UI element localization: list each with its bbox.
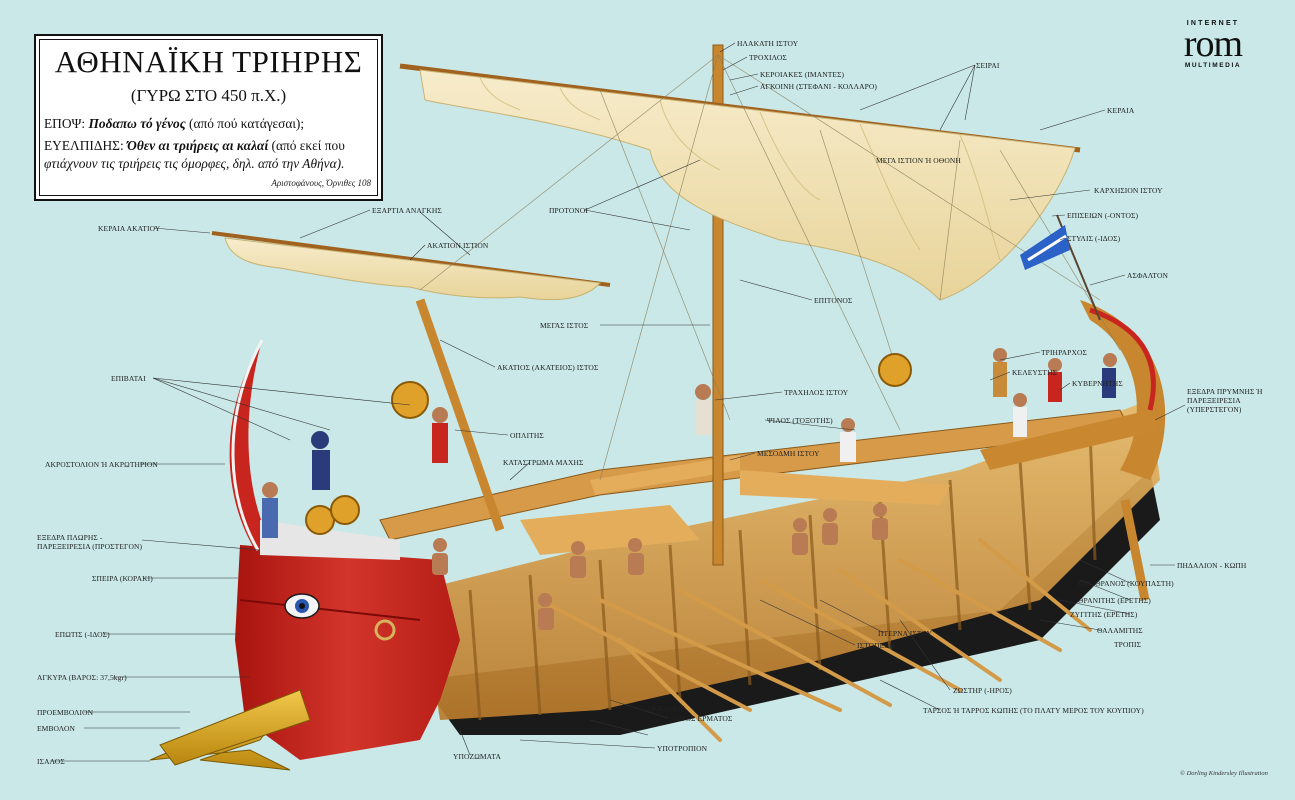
illustration-credit: © Dorling Kindersley Illustration [1180, 770, 1268, 777]
label-exedra-prymnis: ΕΞΕΔΡΑ ΠΡΥΜΝΗΣ Ή ΠΑΡΕΞΕΙΡΕΣΙΑ (ΥΠΕΡΣΤΕΓΟ… [1187, 387, 1263, 414]
label-pterna: ΠΤΕΡΝΑ ΙΣΤΟΥ [878, 629, 933, 638]
quote-citation: Αριστοφάνους, Όρνιθες 108 [271, 178, 371, 188]
rowers [432, 503, 888, 630]
label-tarsos: ΤΑΡΣΟΣ Ή ΤΑΡΡΟΣ ΚΩΠΗΣ (ΤΟ ΠΛΑΤΥ ΜΕΡΟΣ ΤΟ… [923, 706, 1144, 715]
label-tropis: ΤΡΟΠΙΣ [1114, 640, 1142, 649]
label-proemvolion: ΠΡΟΕΜΒΟΛΙΟΝ [37, 708, 94, 717]
label-episeion: ΕΠΙΣΕΙΩΝ (-ΟΝΤΟΣ) [1067, 211, 1139, 220]
label-keraia-akatiou: ΚΕΡΑΙΑ ΑΚΑΤΙΟΥ [98, 224, 161, 233]
label-zygitis: ΖΥΓΙΤΗΣ (ΕΡΕΤΗΣ) [1070, 610, 1138, 619]
label-agkoini: ΑΓΚΟΙΝΗ (ΣΤΕΦΑΝΙ - ΚΟΛΛΑΡΟ) [760, 82, 878, 91]
quote-line-3: φτιάχνουν τις τριήρεις τις όμορφες, δηλ.… [44, 156, 345, 171]
label-epitonos: ΕΠΙΤΟΝΟΣ [814, 296, 853, 305]
logo-bottom-text: MULTIMEDIA [1184, 62, 1242, 69]
label-speira: ΣΠΕΙΡΑ (ΚΟΡΑΚΙ) [92, 574, 153, 583]
marines [262, 381, 448, 538]
label-protonoi: ΠΡΟΤΟΝΟΙ [549, 206, 588, 215]
title-inner-frame [39, 39, 378, 196]
leader-lines [50, 42, 1186, 762]
label-thalamitis: ΘΑΛΑΜΙΤΗΣ [1097, 626, 1143, 635]
label-keroiakes: ΚΕΡΟΙΑΚΕΣ (ΙΜΑΝΤΕΣ) [760, 70, 845, 79]
label-pidalion: ΠΗΔΑΛΙΟΝ - ΚΩΠΗ [1177, 561, 1247, 570]
anchor-ring [374, 619, 396, 641]
title-panel: ΑΘΗΝΑΪΚΗ ΤΡΙΗΡΗΣ (ΓΥΡΩ ΣΤΟ 450 π.Χ.) ΕΠΟ… [34, 34, 383, 201]
fore-mast [415, 298, 505, 532]
page-title: ΑΘΗΝΑΪΚΗ ΤΡΙΗΡΗΣ [54, 44, 363, 79]
label-ypozomata: ΥΠΟΖΩΜΑΤΑ [453, 752, 501, 761]
label-skalmos: ΣΚΑΛΜΟΣ [647, 704, 685, 713]
label-katastroma: ΚΑΤΑΣΤΡΩΜΑ ΜΑΧΗΣ [503, 458, 584, 467]
label-megas-istos: ΜΕΓΑΣ ΙΣΤΟΣ [540, 321, 589, 330]
rom-multimedia-logo: INTERNET rom MULTIMEDIA [1168, 20, 1258, 70]
crew-stern [695, 348, 1117, 462]
quote-line-1: ΕΠΟΨ: Ποδαπω τό γένος (από πού κατάγεσαι… [44, 115, 375, 133]
label-keraia: ΚΕΡΑΙΑ [1107, 106, 1135, 115]
label-choros-ermatos: ΧΩΡΟΣ ΕΡΜΑΤΟΣ [670, 714, 733, 723]
label-seirai: ΣΕΙΡΑΙ [976, 61, 1000, 70]
label-oplitis: ΟΠΛΙΤΗΣ [510, 431, 544, 440]
label-zostir: ΖΩΣΤΗΡ (-ΗΡΟΣ) [953, 686, 1012, 695]
main-mast [712, 44, 724, 566]
label-mega-istion: ΜΕΓΑ ΙΣΤΙΟΝ Ή ΟΘΟΝΗ [876, 156, 961, 165]
rudder [1120, 499, 1150, 601]
quote-text-2: Όθεν αι τριήρεις αι καλαί [127, 138, 269, 153]
oars [538, 538, 1092, 742]
greek-flag [1020, 214, 1101, 321]
stern-post [1080, 300, 1166, 480]
label-akation-istion: ΑΚΑΤΙΟΝ ΙΣΤΙΟΝ [427, 241, 489, 250]
label-emvolon: ΕΜΒΟΛΟΝ [37, 724, 75, 733]
logo-top-text: INTERNET [1186, 20, 1240, 27]
label-trachilos: ΤΡΑΧΗΛΟΣ ΙΣΤΟΥ [784, 388, 849, 397]
label-mesodmi: ΜΕΣΟΔΜΗ ΙΣΤΟΥ [757, 449, 820, 458]
label-asfalton: ΑΣΦΑΛΤΟΝ [1127, 271, 1169, 280]
logo-main-text: rom [1183, 23, 1243, 65]
label-akatios-istos: ΑΚΑΤΙΟΣ (ΑΚΑΤΕΙΟΣ) ΙΣΤΟΣ [497, 363, 599, 372]
label-stylis: ΣΤΥΛΙΣ (-ΙΔΟΣ) [1067, 234, 1121, 243]
quote-note-2: (από εκεί που [271, 138, 345, 153]
quote-line-2: ΕΥΕΛΠΙΔΗΣ: Όθεν αι τριήρεις αι καλαί (απ… [44, 137, 375, 155]
label-triirarchos: ΤΡΙΗΡΑΡΧΟΣ [1041, 348, 1087, 357]
label-kelefstis: ΚΕΛΕΥΣΤΗΣ [1012, 368, 1058, 377]
label-ilakati: ΗΛΑΚΑΤΗ ΙΣΤΟΥ [737, 39, 799, 48]
quote-speaker-2: ΕΥΕΛΠΙΔΗΣ: [44, 138, 124, 153]
label-exedra-ploris: ΕΞΕΔΡΑ ΠΛΩΡΗΣ - ΠΑΡΕΞΕΙΡΕΣΙΑ (ΠΡΟΣΤΕΓΟΝ) [37, 533, 143, 551]
label-psilos: ΨΙΛΟΣ (ΤΟΞΟΤΗΣ) [767, 416, 833, 425]
quote-text-1: Ποδαπω τό γένος [88, 116, 186, 131]
label-isalos: ΙΣΑΛΟΣ [37, 757, 65, 766]
label-akrostolion: ΑΚΡΟΣΤΟΛΙΟΝ Ή ΑΚΡΩΤΗΡΙΟΝ [45, 460, 158, 469]
label-epotis: ΕΠΩΤΙΣ (-ΙΔΟΣ) [55, 630, 110, 639]
label-thranitis: ΘΡΑΝΙΤΗΣ (ΕΡΕΤΗΣ) [1078, 596, 1151, 605]
label-exartia: ΕΞΑΡΤΙΑ ΑΝΑΓΚΗΣ [372, 206, 442, 215]
main-sail [419, 69, 1076, 301]
label-karchision: ΚΑΡΧΗΣΙΟΝ ΙΣΤΟΥ [1094, 186, 1163, 195]
label-kyvernitis: ΚΥΒΕΡΝΗΤΗΣ [1072, 379, 1123, 388]
label-trochilos: ΤΡΟΧΙΛΟΣ [749, 53, 787, 62]
label-ypotropion: ΥΠΟΤΡΟΠΙΟΝ [657, 744, 708, 753]
label-istopedi: ΙΣΤΟΠΕΔΗ [857, 641, 895, 650]
label-epivatai: ΕΠΙΒΑΤΑΙ [111, 374, 146, 383]
page-subtitle: (ΓΥΡΩ ΣΤΟ 450 π.Χ.) [130, 86, 287, 105]
quote-note-1: (από πού κατάγεσαι); [189, 116, 305, 131]
label-agkyra: ΑΓΚΥΡΑ (ΒΑΡΟΣ: 37,5kgr) [37, 673, 127, 682]
label-perithranos: ΠΕΡΙΘΡΑΝΟΣ (ΚΟΥΠΑΣΤΗ) [1078, 579, 1174, 588]
battle-decks [379, 409, 1160, 555]
quote-speaker-1: ΕΠΟΨ: [44, 116, 86, 131]
fore-sail [224, 237, 602, 301]
